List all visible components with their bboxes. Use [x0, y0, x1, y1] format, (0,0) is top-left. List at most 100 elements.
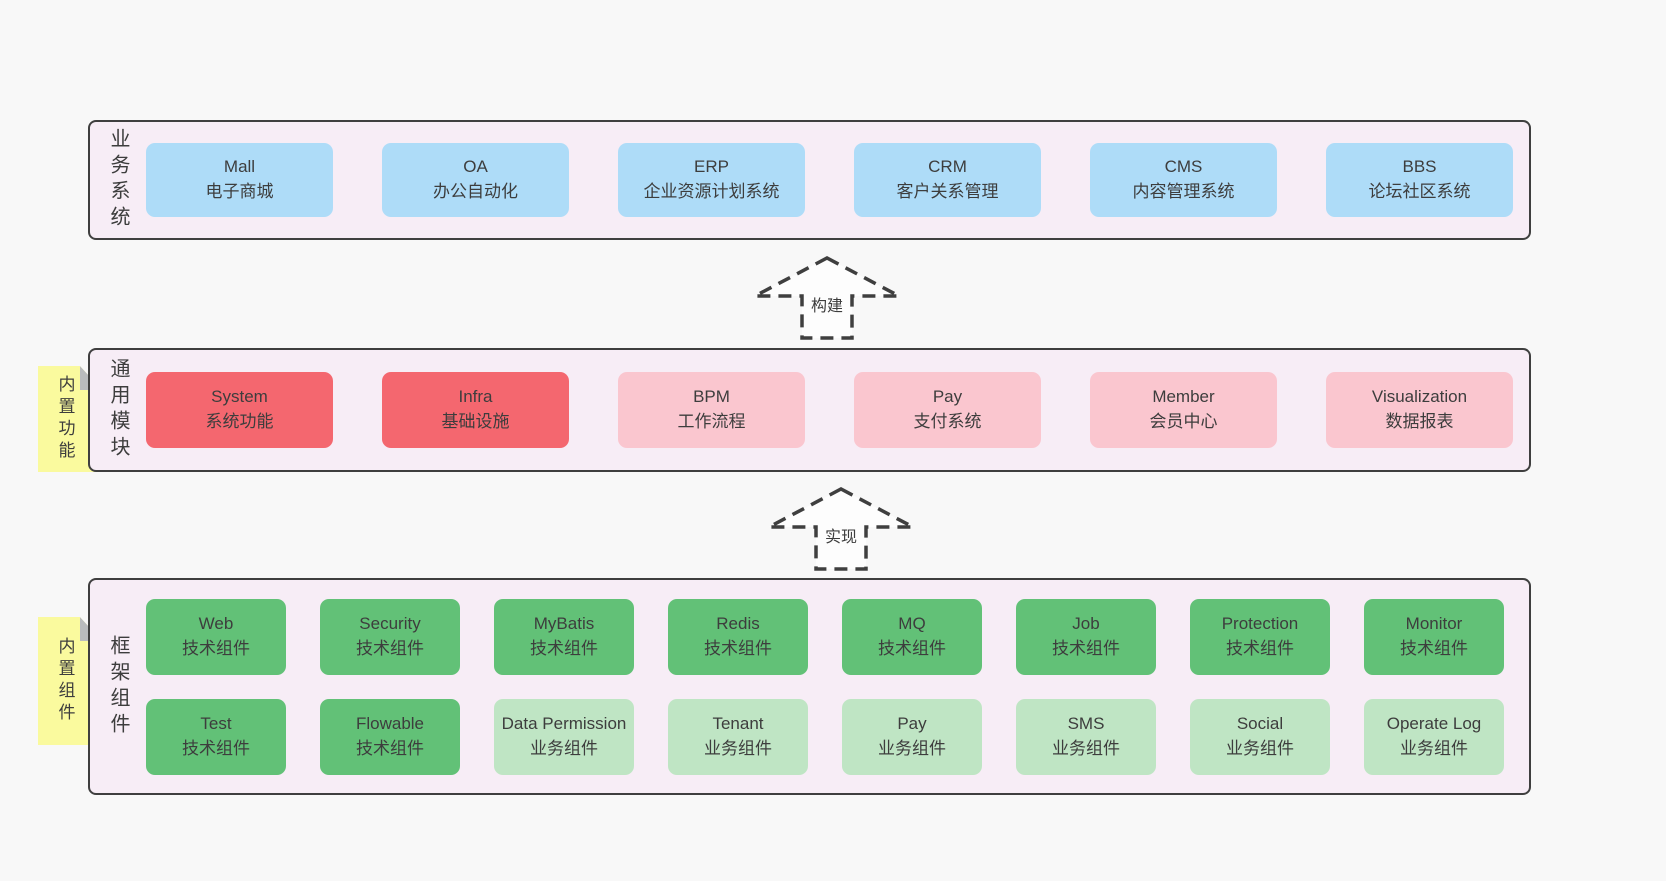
box-name: Visualization: [1371, 387, 1468, 407]
box-cms: CMS 内容管理系统: [1090, 143, 1277, 217]
box-name: SMS: [1067, 713, 1105, 733]
up-arrow-icon: [754, 256, 900, 340]
box-subtitle: 技术组件: [356, 638, 424, 658]
box-sms: SMS 业务组件: [1016, 698, 1156, 775]
components-row-2: Test 技术组件 Flowable 技术组件 Data Permission …: [146, 698, 1529, 775]
box-subtitle: 业务组件: [1400, 738, 1468, 758]
box-subtitle: 论坛社区系统: [1368, 182, 1471, 201]
box-subtitle: 业务组件: [1226, 738, 1294, 758]
box-protection: Protection 技术组件: [1190, 598, 1330, 675]
box-web: Web 技术组件: [146, 598, 286, 675]
box-system: System 系统功能: [146, 372, 333, 448]
box-name: Web: [198, 613, 234, 633]
box-mybatis: MyBatis 技术组件: [494, 598, 634, 675]
arrow-label: 实现: [824, 529, 857, 546]
box-name: CMS: [1164, 157, 1203, 177]
box-pay-component: Pay 业务组件: [842, 698, 982, 775]
box-subtitle: 支付系统: [913, 412, 982, 431]
box-subtitle: 技术组件: [704, 638, 772, 658]
box-name: Job: [1072, 613, 1100, 633]
sticky-note-text: 内置组件: [55, 637, 75, 725]
box-subtitle: 系统功能: [205, 412, 274, 431]
box-name: Tenant: [712, 713, 764, 733]
box-subtitle: 技术组件: [1400, 638, 1468, 658]
box-name: Pay: [932, 387, 963, 407]
band-label-business: 业务系统: [107, 128, 129, 232]
common-modules-band: 通用模块 System 系统功能 Infra 基础设施 BPM 工作流程 Pay…: [88, 348, 1531, 472]
box-bbs: BBS 论坛社区系统: [1326, 143, 1513, 217]
box-security: Security 技术组件: [320, 598, 460, 675]
band-label-column: 框架组件: [90, 580, 146, 793]
box-subtitle: 业务组件: [704, 738, 772, 758]
box-redis: Redis 技术组件: [668, 598, 808, 675]
box-data-permission: Data Permission 业务组件: [494, 698, 634, 775]
band-label-column: 业务系统: [90, 122, 146, 238]
box-name: Test: [200, 713, 232, 733]
box-name: OA: [463, 157, 488, 177]
box-member: Member 会员中心: [1090, 372, 1277, 448]
box-infra: Infra 基础设施: [382, 372, 569, 448]
box-name: Social: [1236, 713, 1284, 733]
box-job: Job 技术组件: [1016, 598, 1156, 675]
box-subtitle: 工作流程: [677, 412, 746, 431]
box-operate-log: Operate Log 业务组件: [1364, 698, 1504, 775]
sticky-note-text: 内置功能: [55, 375, 75, 463]
box-mq: MQ 技术组件: [842, 598, 982, 675]
business-systems-band: 业务系统 Mall 电子商城 OA 办公自动化 ERP 企业资源计划系统 CRM…: [88, 120, 1531, 240]
band-label-modules: 通用模块: [107, 358, 129, 462]
box-name: Monitor: [1405, 613, 1463, 633]
box-mall: Mall 电子商城: [146, 143, 333, 217]
up-arrow-icon: [768, 487, 914, 571]
box-subtitle: 技术组件: [356, 738, 424, 758]
box-subtitle: 会员中心: [1149, 412, 1218, 431]
box-flowable: Flowable 技术组件: [320, 698, 460, 775]
box-name: Member: [1152, 387, 1215, 407]
business-boxes-row: Mall 电子商城 OA 办公自动化 ERP 企业资源计划系统 CRM 客户关系…: [146, 122, 1529, 238]
box-name: Pay: [897, 713, 927, 733]
box-oa: OA 办公自动化: [382, 143, 569, 217]
build-arrow: 构建: [752, 255, 902, 341]
box-name: Security: [359, 613, 421, 633]
box-subtitle: 客户关系管理: [896, 182, 999, 201]
box-subtitle: 技术组件: [182, 738, 250, 758]
box-bpm: BPM 工作流程: [618, 372, 805, 448]
box-subtitle: 内容管理系统: [1132, 182, 1235, 201]
box-name: Data Permission: [501, 713, 627, 733]
band-label-components: 框架组件: [107, 634, 129, 739]
box-subtitle: 业务组件: [530, 738, 598, 758]
box-pay: Pay 支付系统: [854, 372, 1041, 448]
box-name: Redis: [716, 613, 760, 633]
box-name: System: [211, 387, 268, 407]
box-visualization: Visualization 数据报表: [1326, 372, 1513, 448]
box-name: Infra: [458, 387, 493, 407]
box-crm: CRM 客户关系管理: [854, 143, 1041, 217]
box-subtitle: 技术组件: [530, 638, 598, 658]
box-name: BBS: [1402, 157, 1437, 177]
box-subtitle: 业务组件: [878, 738, 946, 758]
box-name: MQ: [898, 613, 926, 633]
implement-arrow: 实现: [766, 486, 916, 572]
modules-boxes-row: System 系统功能 Infra 基础设施 BPM 工作流程 Pay 支付系统…: [146, 350, 1529, 470]
components-rows: Web 技术组件 Security 技术组件 MyBatis 技术组件 Redi…: [146, 580, 1529, 793]
box-subtitle: 技术组件: [182, 638, 250, 658]
box-tenant: Tenant 业务组件: [668, 698, 808, 775]
box-social: Social 业务组件: [1190, 698, 1330, 775]
box-name: MyBatis: [533, 613, 595, 633]
box-monitor: Monitor 技术组件: [1364, 598, 1504, 675]
box-subtitle: 技术组件: [1226, 638, 1294, 658]
box-name: ERP: [694, 157, 729, 177]
arrow-label: 构建: [810, 298, 843, 315]
framework-components-band: 框架组件 Web 技术组件 Security 技术组件 MyBatis 技术组件…: [88, 578, 1531, 795]
box-subtitle: 数据报表: [1385, 412, 1454, 431]
box-name: BPM: [693, 387, 730, 407]
box-subtitle: 电子商城: [205, 182, 274, 201]
components-row-1: Web 技术组件 Security 技术组件 MyBatis 技术组件 Redi…: [146, 598, 1529, 675]
box-name: Operate Log: [1386, 713, 1482, 733]
box-name: CRM: [928, 157, 967, 177]
box-erp: ERP 企业资源计划系统: [618, 143, 805, 217]
box-name: Protection: [1221, 613, 1299, 633]
box-name: Flowable: [355, 713, 425, 733]
box-subtitle: 基础设施: [441, 412, 510, 431]
box-name: Mall: [223, 157, 256, 177]
